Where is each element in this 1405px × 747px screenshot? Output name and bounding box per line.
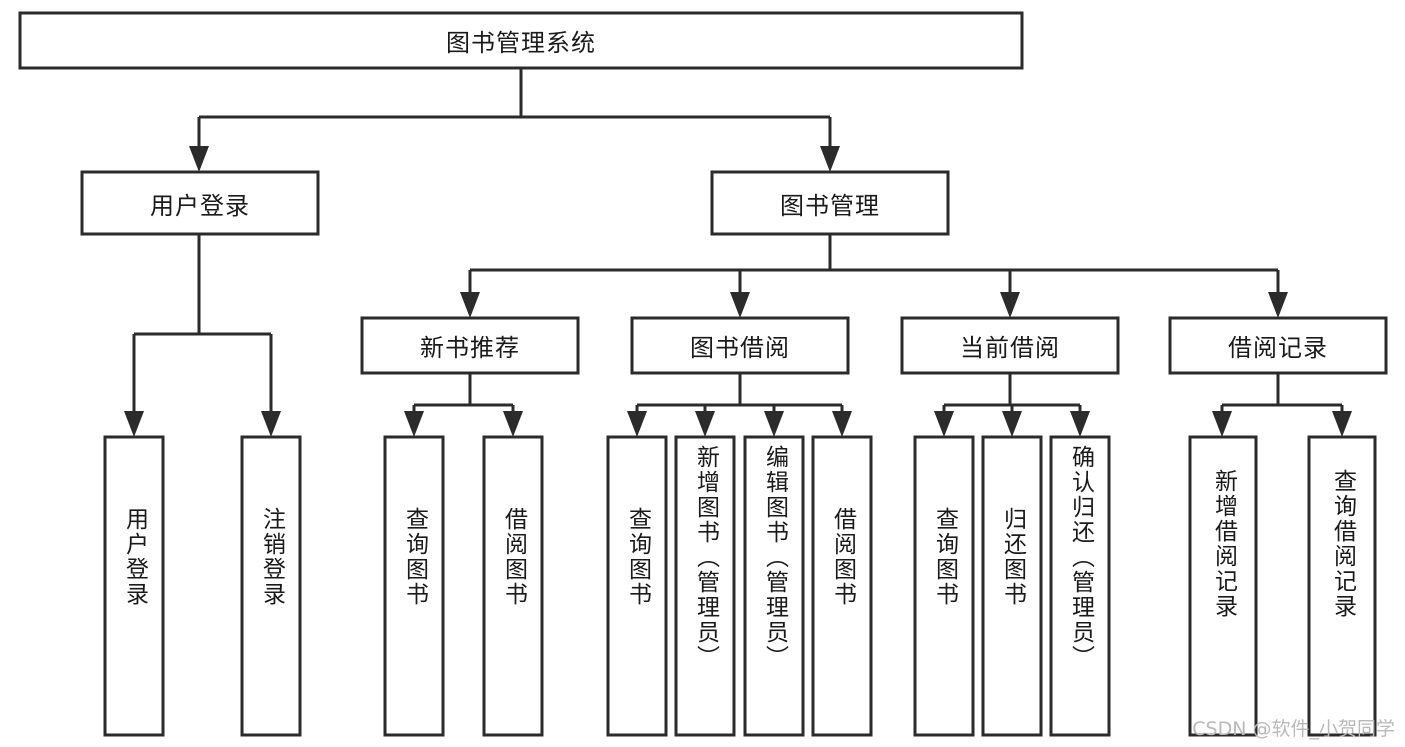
leaf-box-user-login-1[interactable] <box>103 435 165 737</box>
arrowhead-book-borrow <box>730 292 750 318</box>
arrowhead-leaf-book-borrow-3 <box>764 411 784 437</box>
connector-group-new-book <box>404 373 523 437</box>
arrowhead-user-login <box>189 146 209 172</box>
arrowhead-book-mgmt <box>820 146 840 172</box>
arrowhead-leaf-book-borrow-4 <box>832 411 852 437</box>
node-box-new-book-recommend[interactable] <box>360 316 580 375</box>
arrowhead-leaf-user-login-2 <box>261 411 281 437</box>
node-box-title[interactable] <box>18 11 1024 70</box>
leaf-box-current-borrow-3[interactable] <box>1049 435 1111 737</box>
node-box-book-management[interactable] <box>710 170 950 236</box>
node-box-book-borrow[interactable] <box>630 316 850 375</box>
arrowhead-current-borrow <box>1000 292 1020 318</box>
arrowhead-leaf-new-book-2 <box>503 411 523 437</box>
leaf-box-current-borrow-2[interactable] <box>981 435 1043 737</box>
connector-group-root <box>189 68 840 172</box>
arrowhead-leaf-book-borrow-1 <box>627 411 647 437</box>
arrowhead-leaf-borrow-record-1 <box>1212 411 1232 437</box>
connector-group-user-login <box>124 234 281 437</box>
arrowhead-leaf-borrow-record-2 <box>1332 411 1352 437</box>
leaf-box-current-borrow-1[interactable] <box>913 435 975 737</box>
arrowhead-leaf-current-borrow-3 <box>1070 411 1090 437</box>
arrowhead-new-book <box>460 292 480 318</box>
leaf-box-book-borrow-2[interactable] <box>674 435 736 737</box>
node-box-borrow-record[interactable] <box>1168 316 1388 375</box>
arrowhead-leaf-book-borrow-2 <box>695 411 715 437</box>
leaf-box-borrow-record-1[interactable] <box>1188 435 1258 737</box>
leaf-box-new-book-2[interactable] <box>482 435 544 737</box>
arrowhead-borrow-record <box>1268 292 1288 318</box>
arrowhead-leaf-current-borrow-2 <box>1002 411 1022 437</box>
connector-group-current-borrow <box>934 373 1090 437</box>
connector-group-book-borrow <box>627 373 852 437</box>
leaf-box-borrow-record-2[interactable] <box>1307 435 1377 737</box>
leaf-box-book-borrow-3[interactable] <box>743 435 805 737</box>
leaf-box-new-book-1[interactable] <box>383 435 445 737</box>
arrowhead-leaf-user-login-1 <box>124 411 144 437</box>
arrowhead-leaf-new-book-1 <box>404 411 424 437</box>
node-box-current-borrow[interactable] <box>900 316 1120 375</box>
connector-group-book-mgmt <box>460 234 1288 318</box>
leaf-box-book-borrow-4[interactable] <box>811 435 873 737</box>
node-box-user-login[interactable] <box>80 170 320 236</box>
connector-group-borrow-record <box>1212 373 1352 437</box>
leaf-box-user-login-2[interactable] <box>240 435 302 737</box>
leaf-box-book-borrow-1[interactable] <box>606 435 668 737</box>
arrowhead-leaf-current-borrow-1 <box>934 411 954 437</box>
